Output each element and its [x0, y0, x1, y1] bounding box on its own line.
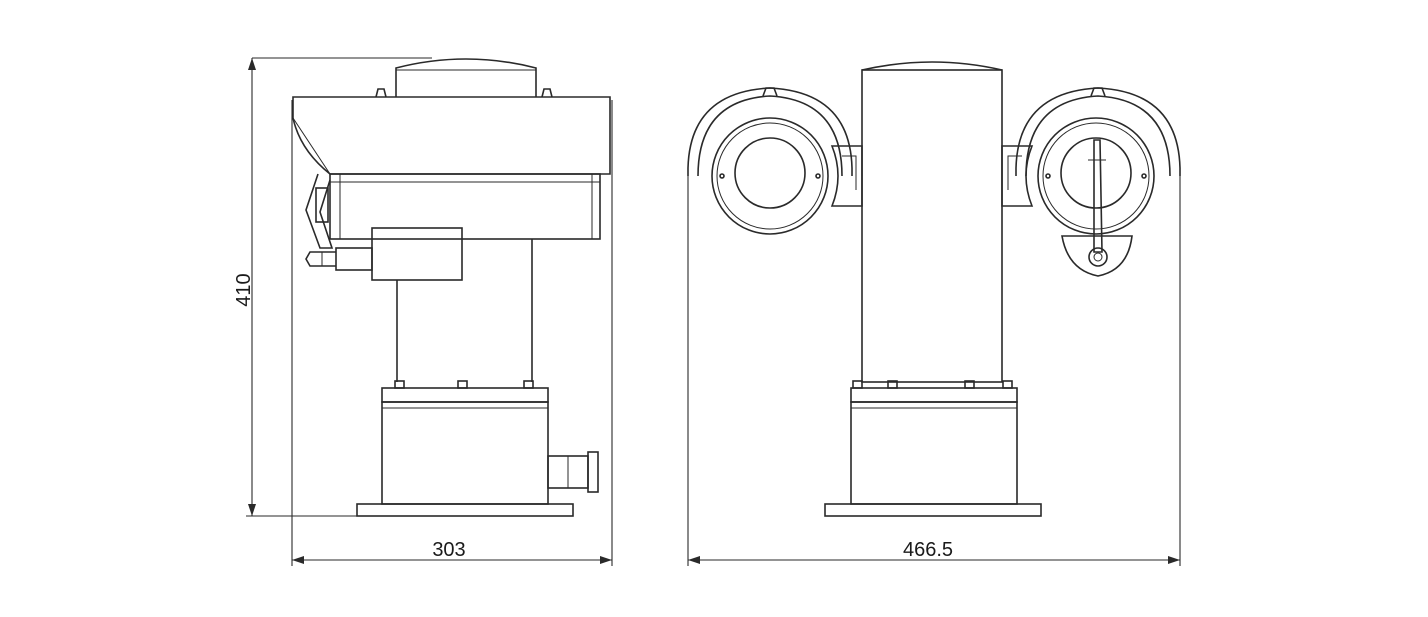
side-base-flange	[356, 503, 574, 517]
front-left-shroud	[697, 95, 843, 177]
front-left-lens-outer	[711, 117, 829, 235]
front-column	[861, 69, 1003, 383]
dimension-side-width: 303	[291, 100, 613, 566]
front-left-lens-inner	[734, 137, 806, 209]
front-base-top-plate	[850, 387, 1018, 403]
dimension-height: 410	[233, 57, 432, 517]
front-right-wiper	[1093, 139, 1103, 253]
side-view	[292, 58, 611, 517]
side-lug-right	[541, 88, 553, 98]
dimension-front-width-label: 466.5	[903, 539, 953, 561]
side-base-top-plate	[381, 387, 549, 403]
front-right-arm	[1001, 145, 1034, 207]
front-base-housing	[850, 401, 1018, 505]
side-junction-box	[371, 227, 463, 281]
side-wiper-bracket	[305, 173, 334, 249]
front-right-shroud	[1025, 95, 1171, 177]
front-right-wiper-pivot	[1061, 235, 1133, 277]
front-right-lens-outer	[1037, 117, 1155, 235]
side-top-dome	[395, 58, 537, 97]
dimension-front-width: 466.5	[687, 176, 1181, 566]
side-cable-gland-left	[335, 247, 373, 271]
side-camera-body	[329, 173, 601, 240]
side-lug-left	[375, 88, 387, 98]
front-right-lens-inner	[1060, 137, 1132, 209]
side-base-housing	[381, 401, 549, 505]
front-column-top	[861, 61, 1003, 71]
dimension-height-label: 410	[233, 273, 255, 306]
dimension-side-width-label: 303	[432, 539, 465, 561]
side-sun-shield	[292, 96, 611, 175]
side-wiper-clip	[315, 187, 329, 223]
front-view	[687, 61, 1181, 517]
front-left-arm	[830, 145, 863, 207]
front-base-flange	[824, 503, 1042, 517]
